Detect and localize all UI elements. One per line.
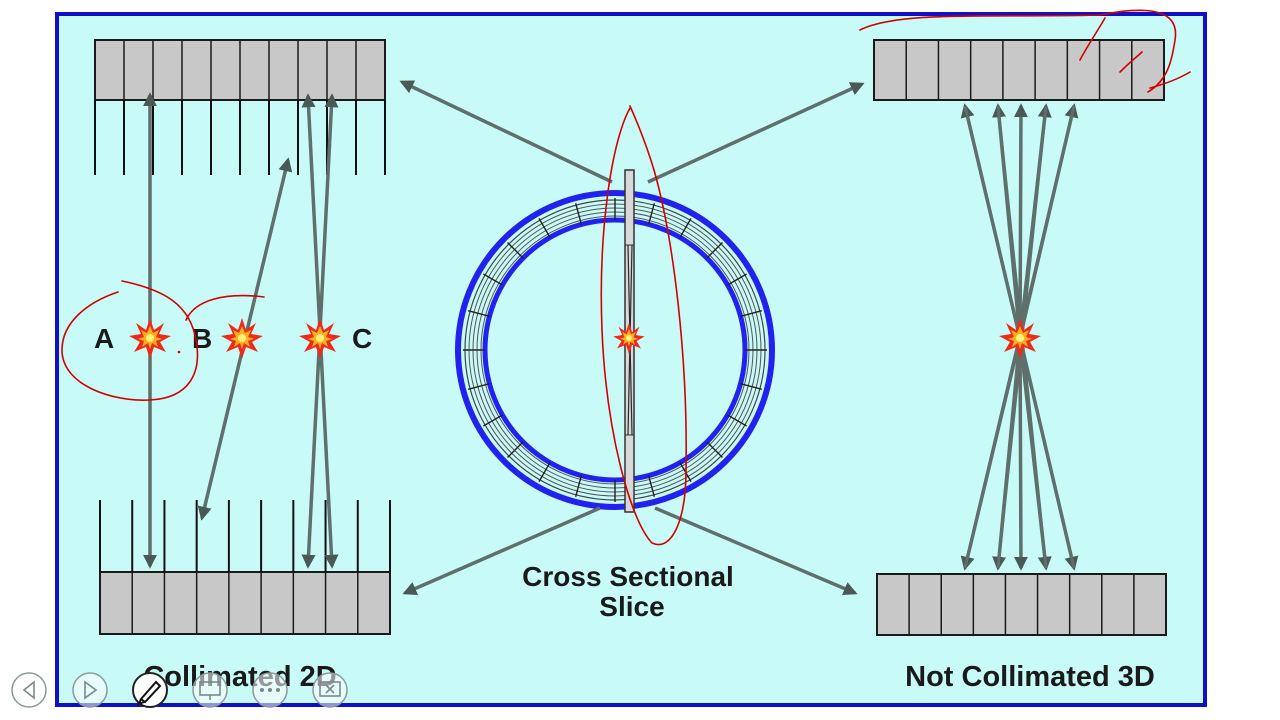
ink-dot bbox=[177, 350, 181, 354]
arrow-to-bottom-right bbox=[654, 506, 858, 596]
ring-block-divider bbox=[647, 475, 656, 498]
ring-block-divider bbox=[574, 475, 583, 498]
end-show-button[interactable] bbox=[312, 672, 348, 708]
right-not-collimated-3d: Not Collimated 3D bbox=[873, 39, 1167, 693]
ring-block-divider bbox=[467, 382, 490, 391]
arrow-to-bottom-left bbox=[402, 506, 601, 595]
fan-ray-down bbox=[1013, 337, 1028, 571]
ring-block-divider bbox=[483, 273, 503, 286]
right-bottom-detector bbox=[876, 573, 1167, 636]
close-screen-icon bbox=[319, 681, 341, 697]
ring-block-divider bbox=[679, 218, 692, 238]
loop-around-slice bbox=[600, 105, 687, 546]
ring-block-divider bbox=[507, 441, 524, 458]
arrow-to-top-right bbox=[647, 82, 865, 184]
ring-block-divider bbox=[507, 242, 524, 259]
previous-slide-button[interactable] bbox=[11, 672, 47, 708]
pen-tool-button[interactable] bbox=[132, 672, 168, 708]
ring-block-divider bbox=[727, 414, 747, 427]
ellipsis-icon bbox=[260, 688, 280, 692]
more-options-button[interactable] bbox=[252, 672, 288, 708]
ring-block-divider bbox=[538, 218, 551, 238]
slideshow-controls bbox=[11, 672, 348, 708]
ring-block-divider bbox=[727, 273, 747, 286]
scanner-ring bbox=[455, 190, 775, 510]
center-caption-line1: Cross Sectional bbox=[522, 561, 734, 592]
ring-block-divider bbox=[647, 202, 656, 225]
left-top-detector bbox=[94, 39, 386, 175]
pen-icon bbox=[137, 680, 162, 706]
ring-block-divider bbox=[740, 309, 763, 318]
ring-block-divider bbox=[706, 242, 723, 259]
ring-block-divider bbox=[706, 441, 723, 458]
ring-block-divider bbox=[538, 462, 551, 482]
hand-annotations bbox=[61, 9, 1191, 546]
ring-block-divider bbox=[483, 414, 503, 427]
left-bottom-detector bbox=[99, 500, 391, 635]
triangle-right-icon bbox=[84, 680, 98, 700]
left-collimated-2d: A B C Collimated 2D bbox=[94, 39, 391, 693]
stroke-over-b bbox=[185, 294, 265, 321]
cross-section-slice bbox=[613, 169, 645, 513]
circle-around-a bbox=[61, 280, 199, 401]
scribble-over-right-detector bbox=[859, 9, 1191, 93]
screen-options-button[interactable] bbox=[192, 672, 228, 708]
next-slide-button[interactable] bbox=[72, 672, 108, 708]
ring-block-divider bbox=[740, 382, 763, 391]
center-caption-line2: Slice bbox=[599, 591, 664, 622]
triangle-left-icon bbox=[22, 680, 35, 700]
fan-ray-up bbox=[1013, 103, 1028, 339]
left-panel-title: Collimated 2D bbox=[143, 661, 336, 693]
ring-block-divider bbox=[574, 202, 583, 225]
ring-block-divider bbox=[467, 309, 490, 318]
arrow-to-top-left bbox=[399, 80, 613, 184]
right-top-detector bbox=[873, 39, 1165, 101]
source-c-label: C bbox=[352, 323, 372, 354]
source-a-label: A bbox=[94, 323, 114, 354]
right-panel-title: Not Collimated 3D bbox=[905, 661, 1155, 693]
